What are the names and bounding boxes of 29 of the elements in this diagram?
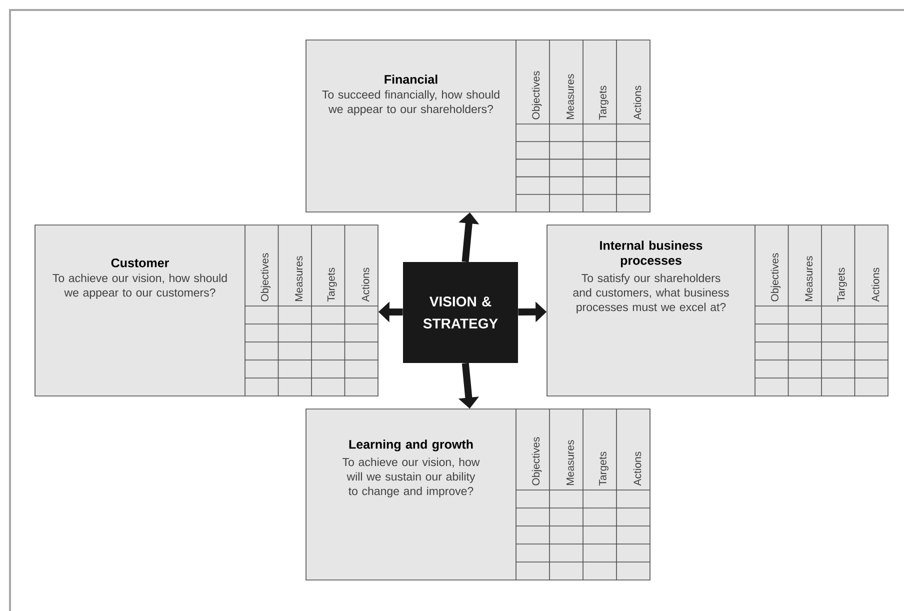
column-header: Measures [295, 256, 303, 301]
column-header: Actions [872, 268, 880, 302]
column-header: Measures [805, 256, 813, 301]
column-header: Actions [362, 268, 370, 302]
box-title: Customer [111, 258, 169, 268]
column-header: Targets [599, 452, 608, 486]
column-header: Objectives [770, 253, 781, 302]
column-header: Objectives [532, 71, 542, 120]
center-box: VISION & STRATEGY [403, 262, 518, 363]
question-text: To satisfy our shareholders and customers, what business processes must we excel at? [573, 274, 729, 314]
column-header: Targets [327, 268, 337, 302]
column-header: Actions [633, 86, 642, 120]
box-title: Internal business processes [600, 240, 702, 268]
perspective-box [306, 40, 650, 212]
question-text: To succeed financially, how should we appear to our shareholders? [322, 90, 500, 116]
column-header: Actions [633, 452, 642, 486]
box-title: Financial [384, 74, 438, 84]
box-title: Learning and growth [349, 440, 473, 452]
column-header: Targets [599, 86, 608, 120]
column-header: Measures [566, 440, 574, 485]
perspective-box [34, 224, 378, 396]
perspective-box [546, 224, 888, 396]
column-header: Measures [566, 74, 574, 119]
column-header: Targets [837, 268, 847, 302]
column-header: Objectives [532, 437, 542, 486]
column-header: Objectives [260, 253, 271, 302]
perspective-box [306, 408, 650, 580]
question-text: To achieve our vision, how will we sustain our ability to change and improve? [342, 458, 480, 498]
question-text: To achieve our vision, how should we appear to our customers? [52, 274, 227, 299]
